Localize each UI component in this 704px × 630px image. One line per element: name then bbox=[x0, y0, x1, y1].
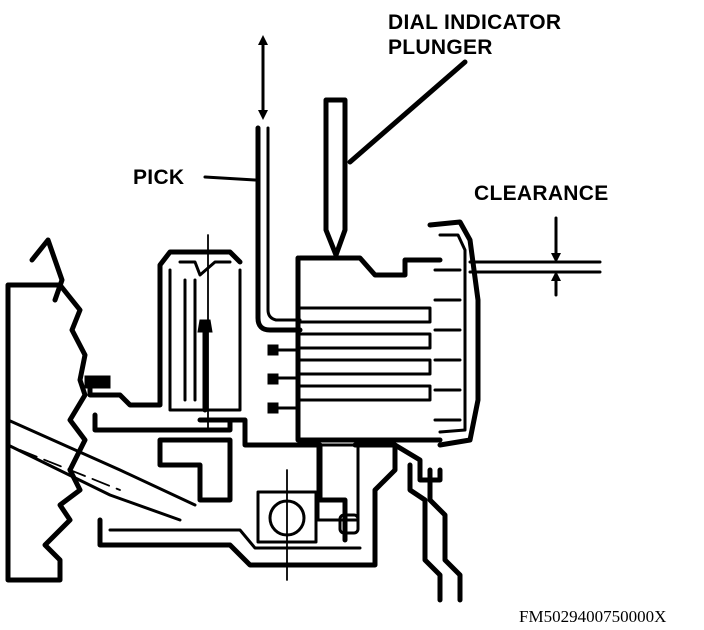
pick-shaft bbox=[255, 125, 303, 333]
pick-shaft-inner bbox=[266, 126, 302, 322]
clutch-drum bbox=[84, 234, 243, 433]
figure-code: FM5029400750000X bbox=[519, 607, 666, 626]
pick-leader-line bbox=[203, 175, 257, 182]
clutch-plate-2 bbox=[296, 332, 432, 350]
plate-lug-3 bbox=[267, 402, 279, 414]
hub-inner-line bbox=[108, 528, 362, 550]
pick-tool bbox=[203, 35, 303, 333]
dial-indicator-label: DIAL INDICATOR bbox=[388, 11, 561, 34]
drum-piston-walls bbox=[183, 278, 197, 402]
backing-plate-foot bbox=[392, 442, 443, 483]
clutch-pack bbox=[267, 255, 443, 443]
clutch-plate-3 bbox=[296, 358, 432, 376]
pick-label: PICK bbox=[133, 166, 184, 189]
bearing bbox=[256, 469, 360, 581]
plate-lug-1 bbox=[267, 344, 279, 356]
plate-lug-2 bbox=[267, 373, 279, 385]
drum-base bbox=[92, 412, 233, 433]
backing-plate-hatch bbox=[433, 268, 462, 422]
housing-rib-lower bbox=[6, 443, 182, 522]
plunger-label: PLUNGER bbox=[388, 36, 493, 59]
housing-centerline bbox=[19, 449, 121, 491]
clutch-plate-1 bbox=[296, 306, 432, 324]
pressure-plate-top bbox=[297, 255, 443, 278]
backing-plate-outer bbox=[427, 219, 481, 448]
backing-plate bbox=[392, 219, 481, 603]
plunger-body bbox=[323, 97, 348, 258]
clutch-plate-4 bbox=[296, 384, 432, 402]
snap-ring bbox=[338, 513, 360, 535]
housing-break-line bbox=[29, 237, 65, 303]
hub-right-wall bbox=[352, 442, 398, 523]
clearance-label: CLEARANCE bbox=[474, 182, 609, 205]
right-break-right bbox=[427, 467, 463, 603]
hub-collar bbox=[157, 437, 233, 503]
drum-seal bbox=[178, 260, 232, 277]
piston-tip bbox=[197, 319, 213, 333]
housing-rib-upper bbox=[6, 418, 197, 507]
housing-outline bbox=[5, 282, 88, 583]
plunger-leader-line bbox=[347, 59, 468, 165]
backing-plate-inner bbox=[438, 233, 467, 434]
clearance-dimension bbox=[468, 216, 602, 297]
hub-spacer bbox=[316, 443, 360, 522]
drum-tab bbox=[84, 375, 111, 389]
dial-indicator bbox=[323, 59, 468, 258]
left-housing bbox=[5, 237, 197, 583]
hub-lower-outline bbox=[97, 517, 378, 568]
right-break-left bbox=[407, 462, 443, 603]
hub-assembly bbox=[97, 417, 398, 568]
drum-outer bbox=[87, 249, 243, 408]
